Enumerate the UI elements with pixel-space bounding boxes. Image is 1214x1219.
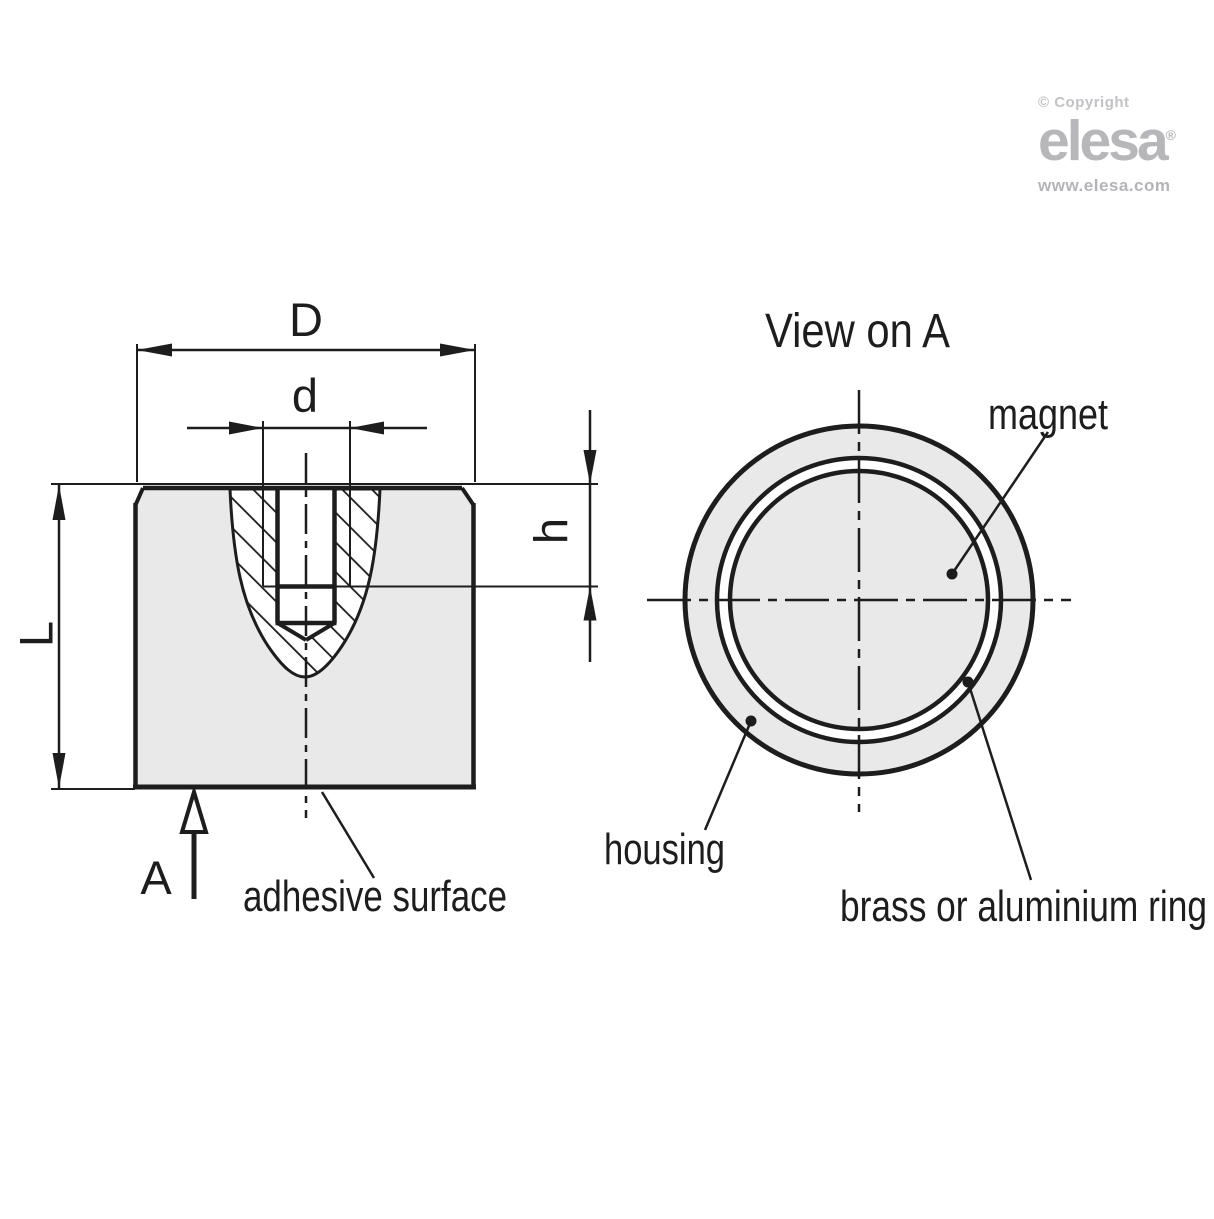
label-A: A	[140, 851, 172, 904]
label-D: D	[289, 293, 323, 346]
dimension-d: d	[187, 369, 427, 487]
label-L: L	[10, 621, 63, 647]
magnet-leader	[950, 431, 1050, 575]
ring-leader	[966, 681, 1033, 881]
chamfer-right	[460, 486, 476, 507]
ring-leader-dot	[962, 676, 974, 688]
dimension-L: L	[10, 485, 66, 788]
ring-label: brass or aluminium ring	[840, 882, 1207, 931]
label-d: d	[292, 369, 318, 422]
view-on-a: magnet housing brass or aluminium ring V…	[604, 305, 1207, 931]
magnet-label: magnet	[988, 390, 1108, 439]
section-view: D d L h A	[10, 293, 598, 921]
label-h: h	[525, 518, 578, 544]
elesa-logo: elesa®	[1038, 109, 1176, 173]
adhesive-surface-leader	[320, 791, 376, 879]
chamfer-left	[133, 487, 145, 506]
registered-trademark-icon: ®	[1165, 127, 1176, 143]
view-title: View on A	[765, 305, 950, 358]
website-text: www.elesa.com	[1038, 176, 1171, 195]
dimension-h: h	[525, 410, 597, 662]
drill-cone-left	[276, 621, 308, 642]
housing-leader-dot	[745, 715, 757, 727]
housing-label: housing	[604, 825, 725, 874]
adhesive-surface-label: adhesive surface	[243, 872, 507, 921]
magnet-leader-dot	[946, 568, 958, 580]
housing-leader	[703, 720, 753, 831]
open-arrowhead	[179, 785, 209, 834]
dimension-D: D	[136, 293, 476, 482]
drill-cone-right	[304, 621, 336, 642]
view-arrow-A: A	[140, 785, 209, 904]
copyright-text: © Copyright	[1038, 94, 1130, 111]
brand-block: © Copyright elesa® www.elesa.com	[1038, 94, 1198, 196]
